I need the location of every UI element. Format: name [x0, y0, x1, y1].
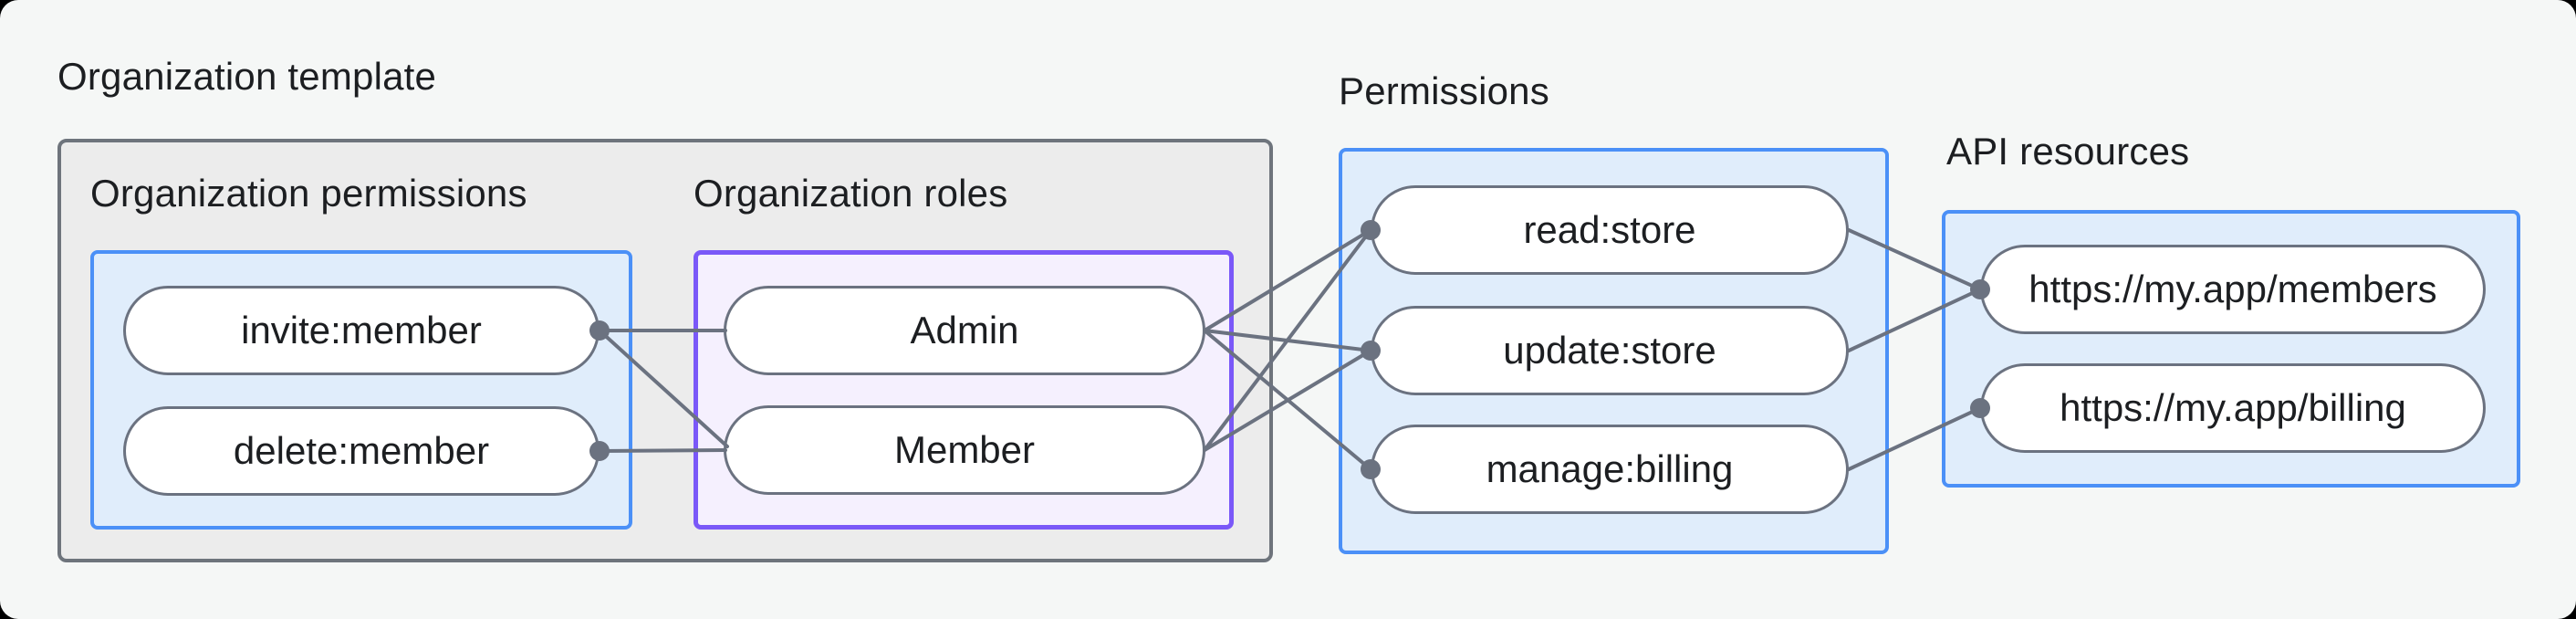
pill-api-billing-label: https://my.app/billing	[2060, 386, 2406, 429]
pill-delete-member: delete:member	[123, 406, 600, 496]
pill-admin: Admin	[724, 286, 1205, 375]
pill-admin-label: Admin	[910, 309, 1019, 351]
permissions-label: Permissions	[1339, 69, 1549, 112]
pill-manage-billing: manage:billing	[1371, 425, 1849, 514]
org-roles-label: Organization roles	[694, 172, 1008, 215]
pill-api-members-label: https://my.app/members	[2028, 268, 2437, 310]
pill-api-billing: https://my.app/billing	[1980, 363, 2486, 453]
pill-api-members: https://my.app/members	[1980, 245, 2486, 334]
pill-read-store: read:store	[1371, 185, 1849, 275]
pill-member-label: Member	[893, 428, 1036, 471]
api-resources-label: API resources	[1946, 130, 2190, 173]
pill-member: Member	[724, 405, 1205, 495]
pill-update-store: update:store	[1371, 306, 1849, 395]
pill-invite-member-label: invite:member	[241, 309, 482, 351]
pill-delete-member-label: delete:member	[233, 429, 490, 472]
pill-read-store-label: read:store	[1523, 208, 1696, 251]
pill-invite-member: invite:member	[123, 286, 600, 375]
org-template-label: Organization template	[57, 55, 437, 98]
org-permissions-label: Organization permissions	[90, 172, 527, 215]
pill-manage-billing-label: manage:billing	[1486, 447, 1734, 490]
pill-update-store-label: update:store	[1503, 329, 1716, 372]
